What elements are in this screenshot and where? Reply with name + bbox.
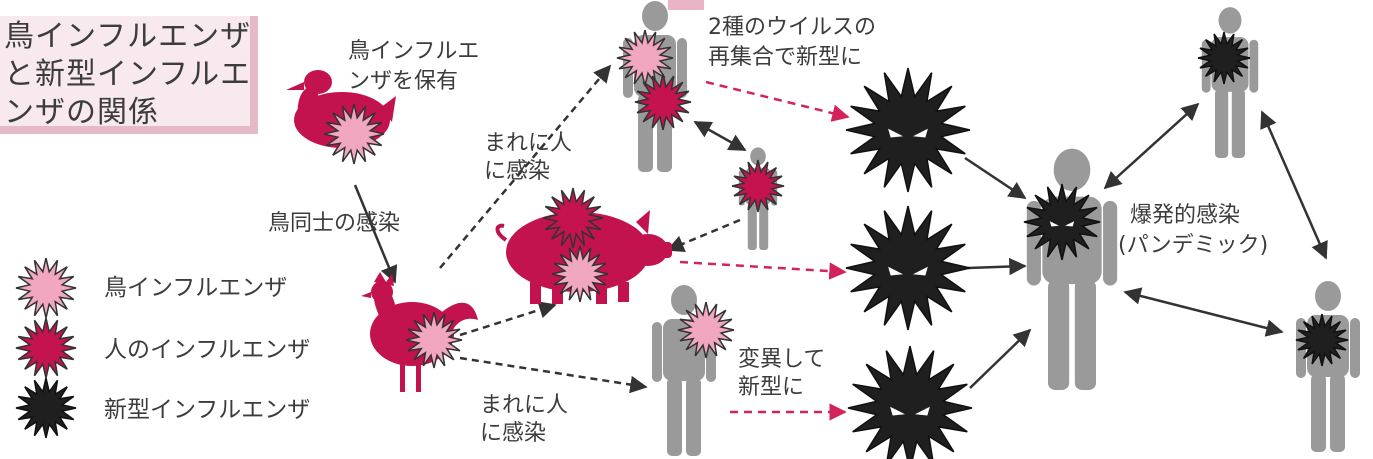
arrow-virus-mid-to-pandemic — [967, 257, 1027, 276]
virus-novel-middle — [845, 205, 971, 331]
title-box: 鳥インフルエンザ と新型インフルエ ンザの関係 — [0, 16, 258, 134]
bird-to-bird-label: 鳥同士の感染 — [268, 211, 401, 236]
rare-human-lower-line-1: まれに人 — [480, 393, 569, 418]
arrow-pandemic-to-bottom-right — [1123, 287, 1284, 337]
title-line-1: 鳥インフルエンザ — [4, 19, 252, 54]
reassortment-label-line-1: 2種のウイルスの — [708, 15, 876, 40]
legend-label-novel: 新型インフルエンザ — [104, 397, 311, 423]
top-accent-tab — [668, 0, 704, 10]
rare-human-lower-line-2: に感染 — [480, 421, 547, 446]
arrow-virus-bottom-to-pandemic — [969, 328, 1032, 389]
virus-novel-top — [845, 67, 971, 193]
arrow-pandemic-to-top-right — [1103, 102, 1200, 190]
arrow-virus-top-to-pandemic — [964, 156, 1027, 200]
virus-human-human-upper — [634, 73, 692, 131]
virus-novel-bottom — [847, 345, 973, 459]
legend-label-human: 人のインフルエンザ — [104, 337, 311, 363]
rare-human-upper-line-2: に感染 — [484, 159, 551, 184]
rare-human-upper-line-1: まれに人 — [484, 131, 573, 156]
legend-icon-avian — [15, 257, 77, 319]
legend-icon-human — [15, 317, 77, 379]
virus-avian-rooster — [405, 311, 463, 369]
reassortment-label-line-2: 再集合で新型に — [708, 45, 863, 70]
arrow-small-human-to-pig — [666, 218, 741, 253]
duck-label-line-2: ンザを保有 — [348, 69, 459, 94]
virus-avian-human-lower — [677, 301, 735, 359]
arrow-reassortment — [705, 80, 850, 122]
arrow-human-upper-to-small-human — [693, 120, 747, 152]
viruses-layer — [15, 29, 1349, 459]
arrow-rooster-to-human-lower — [459, 356, 648, 394]
virus-human-pig — [542, 187, 604, 249]
arrow-duck-to-rooster — [353, 184, 398, 284]
mutation-label-line-2: 新型に — [738, 375, 805, 400]
human-top-right — [1201, 7, 1259, 158]
arrow-rooster-to-human-upper — [439, 64, 612, 269]
duck-label-line-1: 鳥インフルエ — [348, 39, 480, 64]
arrow-topright-to-bottomright — [1260, 110, 1328, 260]
title-line-2: と新型インフルエ — [4, 57, 252, 92]
pandemic-label-line-1: 爆発的感染 — [1130, 203, 1241, 228]
virus-avian-pig — [551, 245, 609, 303]
human-bottom-right — [1296, 281, 1360, 452]
virus-avian-duck — [323, 103, 385, 165]
mutation-label-line-1: 変異して — [738, 347, 826, 372]
arrow-pig-to-virus — [679, 260, 847, 280]
legend-icon-novel — [15, 377, 77, 439]
title-line-3: ンザの関係 — [4, 95, 159, 130]
arrow-rooster-to-pig — [459, 301, 557, 337]
pandemic-label-line-2: (パンデミック) — [1118, 233, 1269, 258]
virus-novel-pandemic-center — [1023, 183, 1101, 261]
human-pandemic-center — [1026, 148, 1118, 390]
legend-label-avian: 鳥インフルエンザ — [104, 275, 288, 301]
virus-novel-bottom-right — [1295, 313, 1349, 367]
virus-novel-top-right — [1197, 31, 1251, 85]
arrows-layer — [353, 64, 1328, 421]
virus-human-small-middle — [731, 159, 785, 213]
